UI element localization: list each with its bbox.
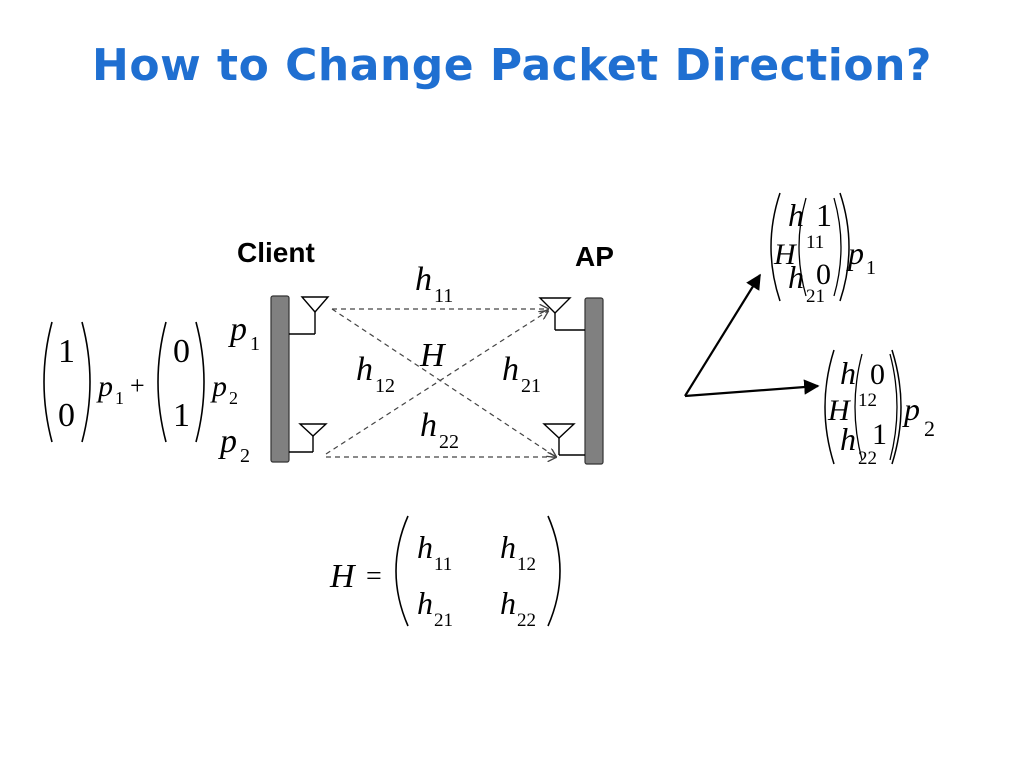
bot-h2: h: [840, 421, 856, 457]
label-H: H: [419, 337, 447, 374]
label-h22: h: [420, 407, 437, 444]
top-h2: h: [788, 259, 804, 295]
top-h: h: [788, 197, 804, 233]
ap-label: AP: [575, 241, 614, 272]
m-h21: h: [417, 585, 433, 621]
label-h12-sub: 12: [375, 375, 395, 397]
channel-paths: [325, 309, 556, 457]
path-h12: [325, 311, 548, 455]
ap-antenna-top-icon: [538, 297, 585, 331]
vec1-top: 1: [58, 333, 75, 370]
plus-sign: +: [130, 371, 145, 400]
output-expression-bottom: h 0 H 12 h 1 22 p 2: [824, 349, 935, 469]
input-p2: p: [210, 370, 227, 403]
client-p1-sub: 1: [250, 333, 260, 355]
ap-antenna-bottom-icon: [542, 423, 585, 456]
matrix-definition: H = h 11 h 12 h 21 h 22: [329, 515, 561, 631]
label-h21: h: [502, 351, 519, 388]
slide-title: How to Change Packet Direction?: [92, 40, 932, 91]
m-h22-sub: 22: [517, 610, 536, 631]
output-expression-top: h 1 H 11 h 0 21 p 1: [770, 192, 876, 307]
label-h21-sub: 21: [521, 375, 541, 397]
client-p2: p: [218, 423, 237, 460]
input-p: p: [96, 370, 113, 403]
input-p2-sub: 2: [229, 388, 238, 408]
client-panel: [270, 295, 290, 463]
client-p1: p: [228, 311, 247, 348]
matrix-H: H: [329, 558, 357, 595]
m-h12: h: [500, 529, 516, 565]
bot-sub-22: 22: [858, 448, 877, 469]
m-h12-sub: 12: [517, 554, 536, 575]
vec2-bottom: 1: [173, 397, 190, 434]
client-label: Client: [237, 237, 315, 268]
top-p: p: [846, 235, 864, 271]
top-one: 1: [816, 197, 832, 233]
vec1-bottom: 0: [58, 397, 75, 434]
vec2-top: 0: [173, 333, 190, 370]
input-expression: 1 0 p 1 + 0 1 p 2: [43, 321, 238, 443]
label-h11-sub: 11: [434, 285, 453, 307]
m-h21-sub: 21: [434, 610, 453, 631]
top-p-sub: 1: [866, 257, 876, 279]
bot-p: p: [902, 391, 920, 427]
ap-panel: [584, 297, 604, 465]
client-antenna-bottom-icon: [289, 423, 328, 453]
top-sub-11: 11: [806, 232, 824, 253]
m-h11: h: [417, 529, 433, 565]
matrix-equals: =: [366, 561, 382, 592]
top-sub-21: 21: [806, 286, 825, 307]
top-zero: 0: [816, 258, 831, 291]
client-antenna-top-icon: [289, 296, 330, 335]
bot-H: H: [827, 394, 852, 427]
direction-arrows: [684, 273, 820, 398]
bot-one: 1: [872, 418, 887, 451]
label-h11: h: [415, 261, 432, 298]
bot-h: h: [840, 355, 856, 391]
m-h11-sub: 11: [434, 554, 452, 575]
bot-zero: 0: [870, 358, 885, 391]
client-p2-sub: 2: [240, 445, 250, 467]
arrow-to-p1: [684, 273, 761, 397]
input-p-sub: 1: [115, 388, 124, 408]
bot-p-sub: 2: [924, 416, 935, 441]
bot-sub-12: 12: [858, 390, 877, 411]
label-h22-sub: 22: [439, 431, 459, 453]
arrow-to-p2: [684, 379, 820, 398]
top-H: H: [773, 238, 798, 271]
label-h12: h: [356, 351, 373, 388]
m-h22: h: [500, 585, 516, 621]
